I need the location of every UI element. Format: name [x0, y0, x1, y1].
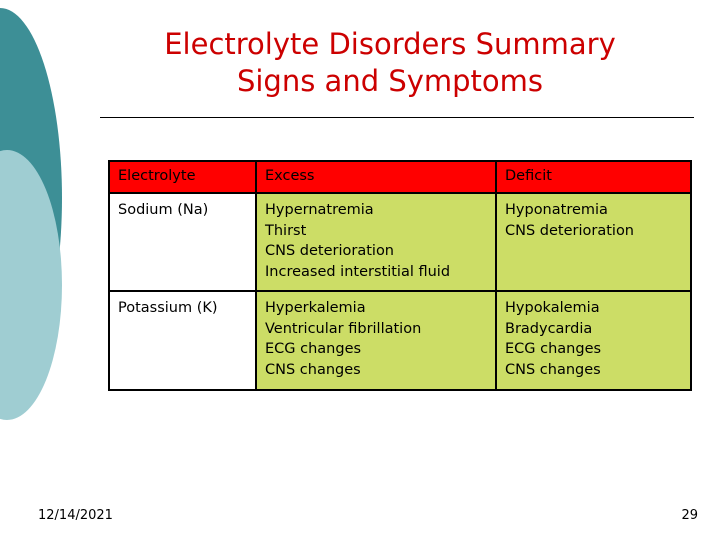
- cell-deficit-sodium: Hyponatremia CNS deterioration: [495, 191, 692, 293]
- cell-electrolyte-potassium: Potassium (K): [108, 290, 257, 391]
- cell-line: CNS changes: [265, 362, 361, 379]
- cell-line: CNS deterioration: [505, 222, 634, 239]
- cell-deficit-potassium: Hypokalemia Bradycardia ECG changes CNS …: [495, 290, 692, 391]
- cell-line: Hyperkalemia: [265, 300, 366, 317]
- cell-line: Hypernatremia: [265, 202, 374, 218]
- table-row: Potassium (K) Hyperkalemia Ventricular f…: [108, 290, 692, 391]
- cell-line: Ventricular fibrillation: [265, 320, 422, 337]
- cell-line: CNS deterioration: [265, 243, 394, 260]
- cell-excess-potassium: Hyperkalemia Ventricular fibrillation EC…: [255, 290, 497, 391]
- table-header-row: Electrolyte Excess Deficit: [108, 160, 692, 194]
- table-header-electrolyte: Electrolyte: [108, 160, 257, 194]
- cell-line: Increased interstitial fluid: [265, 263, 451, 280]
- page-title-line-2: Signs and Symptoms: [236, 64, 544, 99]
- cell-line: ECG changes: [505, 341, 602, 358]
- table-header-excess: Excess: [255, 160, 497, 194]
- table-header-deficit: Deficit: [495, 160, 692, 194]
- title-divider: [100, 117, 694, 118]
- table-row: Sodium (Na) Hypernatremia Thirst CNS det…: [108, 191, 692, 293]
- cell-line: ECG changes: [265, 341, 362, 358]
- page-title: Electrolyte Disorders Summary Signs and …: [90, 26, 690, 100]
- cell-excess-sodium: Hypernatremia Thirst CNS deterioration I…: [255, 191, 497, 293]
- electrolyte-table: Electrolyte Excess Deficit Sodium (Na) H…: [108, 160, 692, 391]
- cell-line: Hypokalemia: [505, 300, 600, 317]
- footer-page-number: 29: [681, 508, 698, 523]
- footer-date: 12/14/2021: [38, 508, 113, 523]
- cell-line: Thirst: [265, 222, 307, 239]
- cell-line: Bradycardia: [505, 320, 593, 337]
- page-title-line-1: Electrolyte Disorders Summary: [164, 27, 616, 61]
- cell-line: CNS changes: [505, 362, 601, 379]
- cell-electrolyte-sodium: Sodium (Na): [108, 191, 257, 293]
- cell-line: Hyponatremia: [505, 202, 608, 218]
